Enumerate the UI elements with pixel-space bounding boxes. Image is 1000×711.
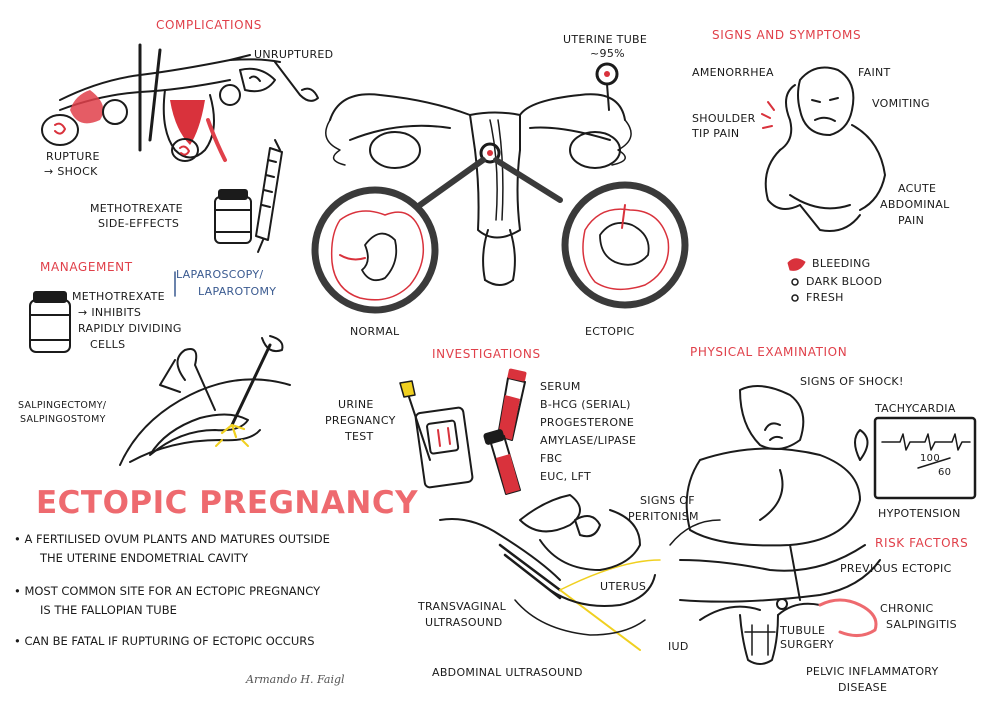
- complications-uterus-drawing: [41, 43, 319, 162]
- previous-ectopic-label: PREVIOUS ECTOPIC: [840, 562, 952, 575]
- mgmt-mtx-line2: → INHIBITS: [78, 306, 142, 319]
- pid-line1: PELVIC INFLAMMATORY: [806, 665, 939, 678]
- monitor-drawing: [873, 416, 977, 500]
- bullet-3: • CAN BE FATAL IF RUPTURING OF ECTOPIC O…: [14, 634, 315, 648]
- woman-in-pain-drawing: [761, 66, 886, 232]
- normal-lens: [311, 186, 439, 314]
- tubal-surgery-line2: SURGERY: [780, 638, 834, 651]
- laparoscopy-label-line2: LAPAROTOMY: [198, 285, 277, 298]
- bp-diastolic: 60: [938, 467, 952, 478]
- fresh-blood-label: FRESH: [806, 291, 844, 304]
- management-heading: MANAGEMENT: [40, 260, 133, 274]
- shock-label: → SHOCK: [44, 165, 98, 178]
- bullet-3-text: CAN BE FATAL IF RUPTURING OF ECTOPIC OCC…: [24, 634, 315, 648]
- investigations-heading: INVESTIGATIONS: [432, 347, 541, 361]
- mtx-side-effects-line1: METHOTREXATE: [90, 202, 183, 215]
- transvaginal-line2: ULTRASOUND: [425, 616, 503, 629]
- signature: Armando H. Faigl: [246, 673, 345, 686]
- ectopic-label: ECTOPIC: [585, 325, 635, 338]
- chronic-salpingitis-line2: SALPINGITIS: [886, 618, 957, 631]
- urine-test-line3: TEST: [345, 430, 374, 443]
- bullet-2-cont: IS THE FALLOPIAN TUBE: [40, 603, 177, 617]
- urine-test-line2: PREGNANCY: [325, 414, 396, 427]
- shoulder-label-line1: SHOULDER: [692, 112, 756, 125]
- uterine-tube-label: UTERINE TUBE: [563, 33, 648, 46]
- laparoscopy-label-line1: LAPAROSCOPY/: [176, 268, 264, 281]
- serum-item-5: FBC: [540, 452, 563, 465]
- signs-of-shock-label: SIGNS OF SHOCK!: [800, 375, 904, 388]
- normal-lens-connector: [417, 157, 486, 208]
- page-title: ECTOPIC PREGNANCY: [36, 485, 419, 521]
- salpingectomy-drawing: [119, 335, 291, 466]
- mtx-bottle-management: [29, 291, 71, 353]
- dark-blood-label: DARK BLOOD: [806, 275, 883, 288]
- bp-systolic: 100: [920, 453, 940, 464]
- faint-label: FAINT: [858, 66, 891, 79]
- bullet-1: • A FERTILISED OVUM PLANTS AND MATURES O…: [14, 532, 330, 546]
- shoulder-label-line2: TIP PAIN: [692, 127, 740, 140]
- pregnancy-test-drawing: [399, 380, 474, 489]
- serum-item-1: SERUM: [540, 380, 581, 393]
- bullet-1-cont: THE UTERINE ENDOMETRIAL CAVITY: [40, 551, 248, 565]
- patient-in-bed-drawing: [669, 385, 881, 603]
- hypotension-label: HYPOTENSION: [878, 507, 961, 520]
- mtx-side-effects-line2: SIDE-EFFECTS: [98, 217, 180, 230]
- chronic-salpingitis-line1: CHRONIC: [880, 602, 934, 615]
- bleeding-icon: [787, 258, 806, 271]
- ectopic-lens-connector: [493, 157, 563, 203]
- transvaginal-ultrasound-drawing: [439, 494, 661, 651]
- serum-item-3: PROGESTERONE: [540, 416, 635, 429]
- syringe-drawing: [255, 139, 283, 253]
- risk-heading: RISK FACTORS: [875, 536, 969, 550]
- tachycardia-label: TACHYCARDIA: [875, 402, 956, 415]
- mgmt-mtx-line3: RAPIDLY DIVIDING: [78, 322, 182, 335]
- peritonism-line1: SIGNS OF: [640, 494, 695, 507]
- unruptured-label: UNRUPTURED: [254, 48, 334, 61]
- blood-tubes-drawing: [483, 368, 527, 495]
- bullet-2-text: MOST COMMON SITE FOR AN ECTOPIC PREGNANC…: [24, 584, 321, 598]
- mgmt-mtx-line1: METHOTREXATE: [72, 290, 165, 303]
- abdominal-ultrasound-label: ABDOMINAL ULTRASOUND: [432, 666, 583, 679]
- acute-pain-line3: PAIN: [898, 214, 925, 227]
- salpingectomy-label-line1: SALPINGECTOMY/: [18, 400, 107, 411]
- risk-uterus-drawing: [699, 598, 878, 665]
- bullet-1-text: A FERTILISED OVUM PLANTS AND MATURES OUT…: [24, 532, 330, 546]
- serum-item-6: EUC, LFT: [540, 470, 592, 483]
- serum-item-2: B-HCG (SERIAL): [540, 398, 631, 411]
- uterus-label: UTERUS: [600, 580, 647, 593]
- mgmt-mtx-line4: CELLS: [90, 338, 126, 351]
- salpingectomy-label-line2: SALPINGOSTOMY: [20, 414, 106, 425]
- tubal-surgery-line1: TUBULE: [780, 624, 826, 637]
- physical-heading: PHYSICAL EXAMINATION: [690, 345, 848, 359]
- iud-label: IUD: [668, 640, 689, 653]
- bullet-2: • MOST COMMON SITE FOR AN ECTOPIC PREGNA…: [14, 584, 321, 598]
- fresh-blood-bullet: [791, 294, 799, 302]
- pid-line2: DISEASE: [838, 681, 888, 694]
- uterus-diagram: [325, 62, 632, 286]
- mtx-bottle-complications: [214, 189, 252, 244]
- serum-item-4: AMYLASE/LIPASE: [540, 434, 637, 447]
- acute-pain-line2: ABDOMINAL: [880, 198, 950, 211]
- amenorrhea-label: AMENORRHEA: [692, 66, 774, 79]
- transvaginal-line1: TRANSVAGINAL: [418, 600, 507, 613]
- peritonism-line2: PERITONISM: [628, 510, 699, 523]
- acute-pain-line1: ACUTE: [898, 182, 937, 195]
- bleeding-label: BLEEDING: [812, 257, 871, 270]
- vomiting-label: VOMITING: [872, 97, 930, 110]
- dark-blood-bullet: [791, 278, 799, 286]
- rupture-label: RUPTURE: [46, 150, 100, 163]
- uterine-tube-percent: ~95%: [590, 47, 625, 60]
- complications-heading: COMPLICATIONS: [156, 18, 263, 32]
- normal-label: NORMAL: [350, 325, 400, 338]
- signs-heading: SIGNS AND SYMPTOMS: [712, 28, 862, 42]
- ectopic-lens: [561, 181, 689, 309]
- urine-test-line1: URINE: [338, 398, 374, 411]
